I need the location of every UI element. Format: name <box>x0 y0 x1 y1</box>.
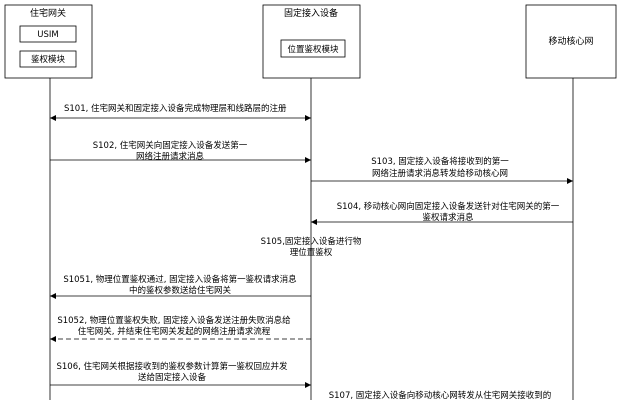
s101-text: S101, 住宅网关和固定接入设备完成物理层和线路层的注册 <box>64 103 287 114</box>
gateway-participant: 住宅网关 USIM 鉴权模块 <box>4 4 93 79</box>
step-s107: S107, 固定接入设备向移动核心网转发从住宅网关接收到的 <box>329 390 552 400</box>
location-auth-label: 位置鉴权模块 <box>287 44 339 55</box>
step-s102: S102, 住宅网关向固定接入设备发送第一 网络注册请求消息 <box>50 140 311 163</box>
s105-text-line2: 理位置鉴权 <box>290 247 333 258</box>
s104-text-line1: S104, 移动核心网向固定接入设备发送针对住宅网关的第一 <box>337 201 560 212</box>
s106-text-line1: S106, 住宅网关根据接收到的鉴权参数计算第一鉴权回应并发 <box>56 361 288 372</box>
s1051-text-line2: 中的鉴权参数送给住宅网关 <box>129 285 232 296</box>
s105-text-line1: S105,固定接入设备进行物 <box>261 236 362 247</box>
s102-text-line1: S102, 住宅网关向固定接入设备发送第一 <box>93 140 248 151</box>
gateway-title: 住宅网关 <box>30 7 66 19</box>
s1051-text-line1: S1051, 物理位置鉴权通过, 固定接入设备将第一鉴权请求消息 <box>63 274 297 285</box>
s103-text-line2: 网络注册请求消息转发给移动核心网 <box>372 168 508 179</box>
s1052-text-line2: 住宅网关, 并结束住宅网关发起的网络注册请求流程 <box>78 326 271 337</box>
step-s104: S104, 移动核心网向固定接入设备发送针对住宅网关的第一 鉴权请求消息 <box>311 201 573 225</box>
auth-module-label: 鉴权模块 <box>31 54 66 65</box>
auth-module-box <box>19 50 77 68</box>
s103-text-line1: S103, 固定接入设备将接收到的第一 <box>371 156 509 167</box>
usim-label: USIM <box>37 30 58 40</box>
access-title: 固定接入设备 <box>284 7 338 19</box>
usim-box <box>19 25 77 43</box>
core-participant: 移动核心网 <box>525 4 617 79</box>
step-s1052: S1052, 物理位置鉴权失败, 固定接入设备发送注册失败消息给 住宅网关, 并… <box>50 315 311 342</box>
access-participant: 固定接入设备 位置鉴权模块 <box>262 4 361 79</box>
s106-text-line2: 送给固定接入设备 <box>138 372 207 383</box>
s1052-text-line1: S1052, 物理位置鉴权失败, 固定接入设备发送注册失败消息给 <box>57 315 291 326</box>
location-auth-box <box>280 39 346 58</box>
s107-text-line1: S107, 固定接入设备向移动核心网转发从住宅网关接收到的 <box>329 390 552 400</box>
step-s105: S105,固定接入设备进行物 理位置鉴权 <box>261 236 362 258</box>
step-s1051: S1051, 物理位置鉴权通过, 固定接入设备将第一鉴权请求消息 中的鉴权参数送… <box>50 274 311 299</box>
s104-text-line2: 鉴权请求消息 <box>422 212 474 223</box>
step-s106: S106, 住宅网关根据接收到的鉴权参数计算第一鉴权回应并发 送给固定接入设备 <box>50 361 311 388</box>
core-title: 移动核心网 <box>548 35 593 47</box>
step-s103: S103, 固定接入设备将接收到的第一 网络注册请求消息转发给移动核心网 <box>311 156 573 184</box>
step-s101: S101, 住宅网关和固定接入设备完成物理层和线路层的注册 <box>50 103 311 121</box>
s102-text-line2: 网络注册请求消息 <box>136 151 205 162</box>
